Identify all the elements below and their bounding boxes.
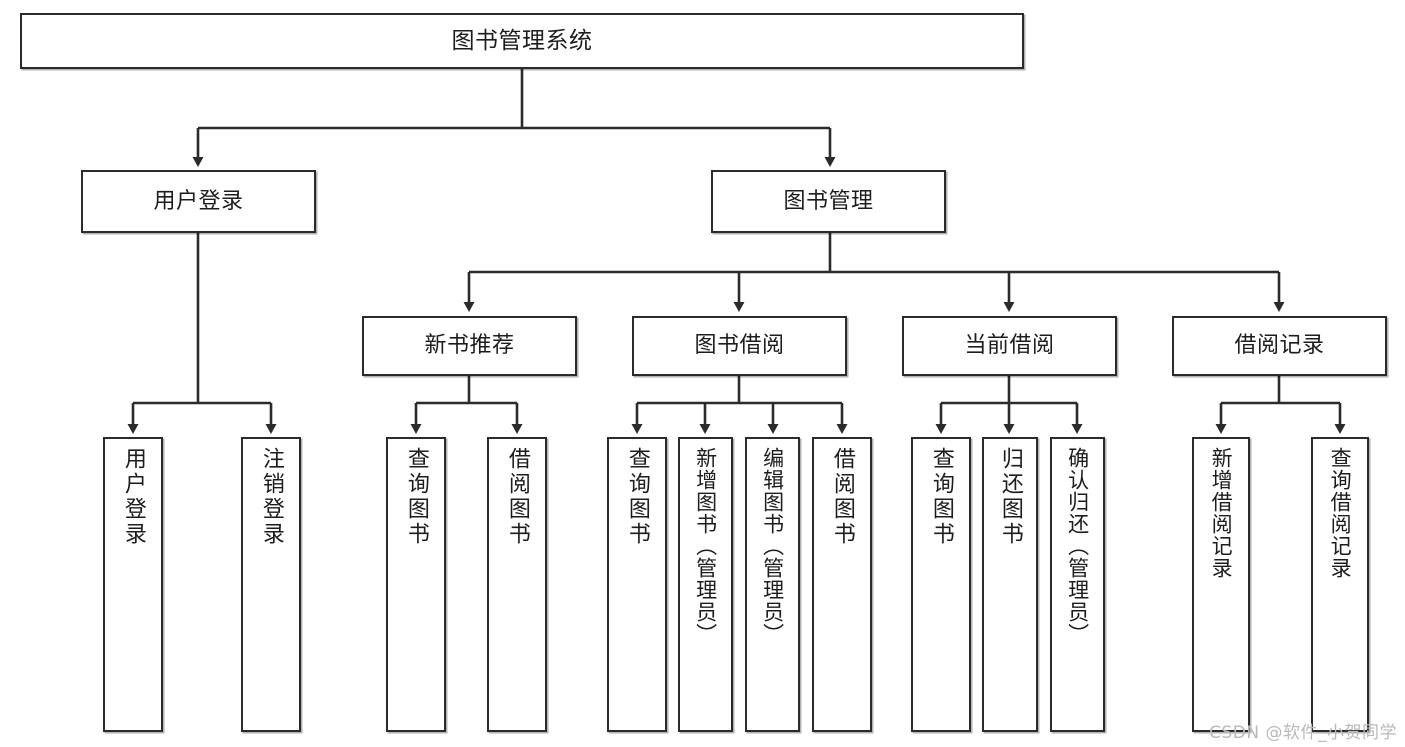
node-label: 当前借阅 [964, 333, 1055, 359]
leaf-return-books[interactable]: 归还图书 [982, 437, 1038, 732]
node-current-borrowing[interactable]: 当前借阅 [902, 316, 1117, 376]
node-label: 图书管理 [783, 188, 874, 214]
node-label: 用户登录 [153, 188, 244, 214]
node-label: 借阅图书 [829, 447, 855, 547]
node-label: 查询图书 [928, 447, 954, 547]
node-label: 查询图书 [403, 447, 429, 547]
node-label: 查询借阅记录 [1328, 447, 1353, 579]
leaf-add-book-admin[interactable]: 新增图书（管理员） [678, 437, 733, 732]
leaf-query-books-borrowing[interactable]: 查询图书 [607, 437, 667, 732]
leaf-query-books-recommendation[interactable]: 查询图书 [386, 437, 446, 732]
node-label: 图书管理系统 [451, 27, 593, 54]
csdn-watermark: CSDN @软件_小贺同学 [1209, 723, 1397, 743]
node-label: 注销登录 [258, 447, 284, 547]
leaf-confirm-return-admin[interactable]: 确认归还（管理员） [1050, 437, 1105, 732]
node-root-system[interactable]: 图书管理系统 [20, 13, 1024, 69]
node-label: 新增借阅记录 [1209, 447, 1234, 579]
node-label: 新增图书（管理员） [693, 447, 718, 645]
node-label: 借阅记录 [1234, 333, 1325, 359]
node-label: 编辑图书（管理员） [760, 447, 785, 645]
node-user-login[interactable]: 用户登录 [81, 170, 316, 233]
node-label: 归还图书 [997, 447, 1023, 547]
node-label: 图书借阅 [694, 333, 785, 359]
leaf-borrow-books-recommendation[interactable]: 借阅图书 [487, 437, 547, 732]
node-label: 新书推荐 [424, 333, 515, 359]
node-label: 确认归还（管理员） [1065, 447, 1090, 645]
node-label: 用户登录 [120, 447, 146, 547]
leaf-borrow-books-borrowing[interactable]: 借阅图书 [812, 437, 872, 732]
node-borrow-records[interactable]: 借阅记录 [1172, 316, 1387, 376]
leaf-edit-book-admin[interactable]: 编辑图书（管理员） [745, 437, 800, 732]
node-label: 借阅图书 [504, 447, 530, 547]
leaf-user-login[interactable]: 用户登录 [103, 437, 163, 732]
node-label: 查询图书 [624, 447, 650, 547]
leaf-add-borrow-record[interactable]: 新增借阅记录 [1192, 437, 1250, 732]
node-book-management[interactable]: 图书管理 [711, 170, 946, 233]
leaf-query-books-current[interactable]: 查询图书 [911, 437, 971, 732]
leaf-logout[interactable]: 注销登录 [241, 437, 301, 732]
node-book-borrowing[interactable]: 图书借阅 [632, 316, 847, 376]
node-new-book-recommendation[interactable]: 新书推荐 [362, 316, 577, 376]
leaf-query-borrow-record[interactable]: 查询借阅记录 [1311, 437, 1369, 732]
